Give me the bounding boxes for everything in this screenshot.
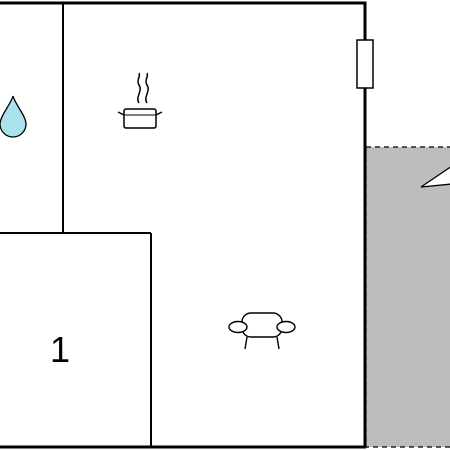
window xyxy=(356,39,374,89)
terrace-area xyxy=(365,146,450,448)
door-swing-icon xyxy=(420,166,450,188)
sofa-icon xyxy=(228,312,296,350)
water-drop-icon xyxy=(0,95,27,138)
cooking-pot-icon xyxy=(117,72,163,129)
room-number-label: 1 xyxy=(50,329,70,370)
